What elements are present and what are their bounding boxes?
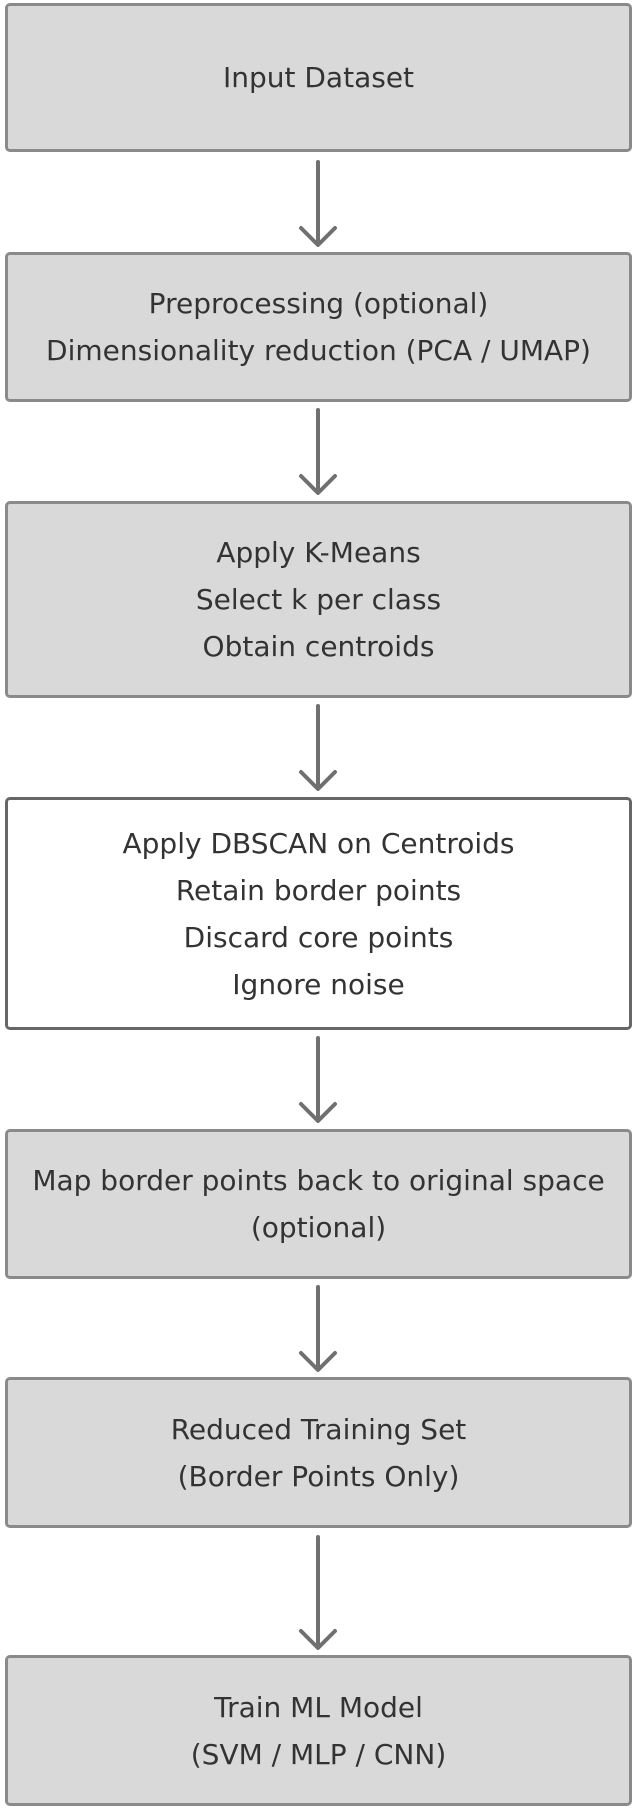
step-label: Apply DBSCAN on Centroids xyxy=(122,826,515,860)
step-label: (Border Points Only) xyxy=(177,1459,460,1493)
step-label: Obtain centroids xyxy=(202,630,435,663)
arrow-down-icon xyxy=(299,408,337,495)
step-kmeans: Apply K-Means Select k per class Obtain … xyxy=(5,501,632,698)
step-label: Retain border points xyxy=(175,873,462,907)
step-label: Discard core points xyxy=(183,920,454,954)
step-label: Input Dataset xyxy=(222,61,415,94)
step-input-dataset: Input Dataset xyxy=(5,3,632,152)
step-label: Apply K-Means xyxy=(216,536,421,569)
arrow-down-icon xyxy=(299,1285,337,1372)
step-reduced-training-set: Reduced Training Set (Border Points Only… xyxy=(5,1377,632,1528)
step-label: Select k per class xyxy=(195,583,442,616)
step-label: Ignore noise xyxy=(232,967,405,1001)
step-label: Train ML Model xyxy=(214,1690,423,1724)
arrow-down-icon xyxy=(299,704,337,791)
step-train-ml-model: Train ML Model (SVM / MLP / CNN) xyxy=(5,1655,632,1806)
step-label: Reduced Training Set xyxy=(170,1412,467,1446)
arrow-down-icon xyxy=(299,160,337,247)
arrow-down-icon xyxy=(299,1535,337,1650)
arrow-down-icon xyxy=(299,1036,337,1123)
step-label: (optional) xyxy=(250,1211,387,1244)
step-label: (SVM / MLP / CNN) xyxy=(190,1737,447,1771)
step-preprocessing: Preprocessing (optional) Dimensionality … xyxy=(5,252,632,402)
step-label: Dimensionality reduction (PCA / UMAP) xyxy=(46,334,591,367)
step-label: Preprocessing (optional) xyxy=(148,287,489,320)
step-map-border-points: Map border points back to original space… xyxy=(5,1129,632,1279)
step-dbscan: Apply DBSCAN on Centroids Retain border … xyxy=(5,797,632,1030)
step-label: Map border points back to original space xyxy=(32,1164,605,1197)
